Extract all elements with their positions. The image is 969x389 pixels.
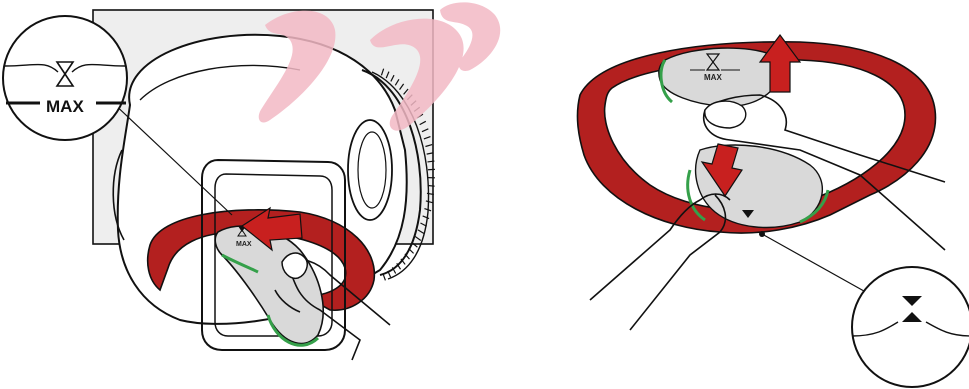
gear-tooth — [383, 274, 385, 281]
triangle-callout-right — [759, 231, 969, 387]
max-mark-left-label: MAX — [236, 241, 252, 248]
max-callout-label: MAX — [46, 97, 84, 116]
right-panel: MAX — [577, 35, 969, 387]
max-mark-right-label: MAX — [704, 73, 722, 82]
gear-tooth — [428, 185, 435, 186]
left-panel: MAX MAX — [3, 2, 500, 360]
